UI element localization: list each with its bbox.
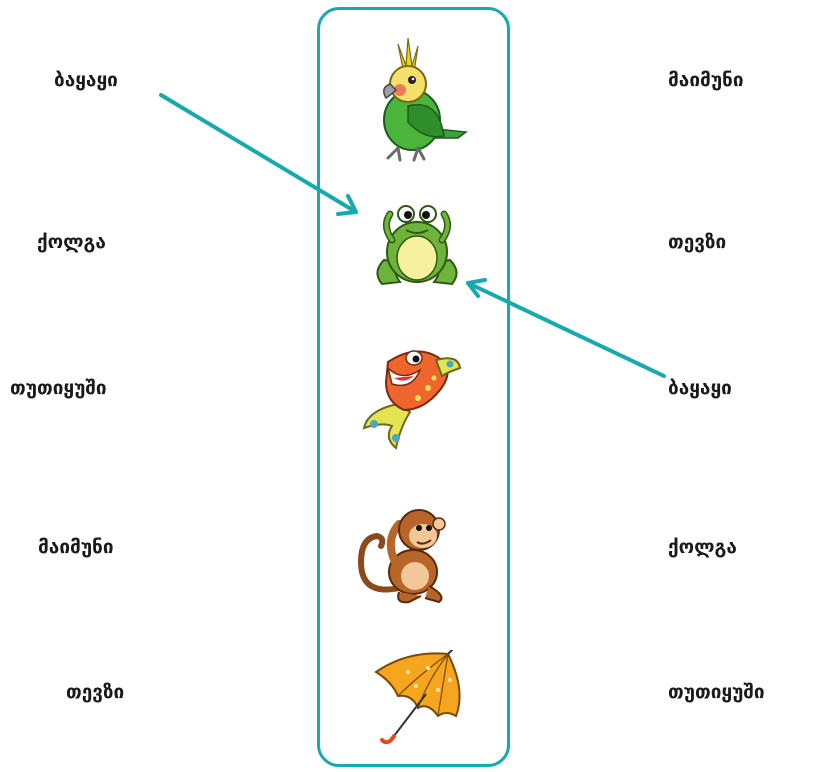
left-word-2[interactable]: ქოლგა <box>37 231 106 253</box>
right-word-5[interactable]: თუთიყუში <box>668 681 765 703</box>
umbrella-icon[interactable] <box>368 650 468 750</box>
left-word-1[interactable]: ბაყაყი <box>54 69 118 91</box>
left-word-4[interactable]: მაიმუნი <box>38 536 114 558</box>
right-word-4[interactable]: ქოლგა <box>668 536 737 558</box>
left-word-3[interactable]: თუთიყუში <box>10 377 107 399</box>
arrow-right-to-frog <box>466 281 666 378</box>
right-word-1[interactable]: მაიმუნი <box>668 69 744 91</box>
left-word-5[interactable]: თევზი <box>66 681 125 703</box>
picture-panel <box>317 7 510 767</box>
arrow-left-to-frog <box>159 93 358 214</box>
arrow-left-head <box>336 194 358 216</box>
fish-icon[interactable] <box>358 338 463 450</box>
monkey-icon[interactable] <box>355 500 460 605</box>
right-word-3[interactable]: ბაყაყი <box>668 377 732 399</box>
arrow-right-head <box>466 278 487 298</box>
frog-icon[interactable] <box>370 200 465 290</box>
right-word-2[interactable]: თევზი <box>668 231 727 253</box>
parrot-icon[interactable] <box>368 36 468 166</box>
